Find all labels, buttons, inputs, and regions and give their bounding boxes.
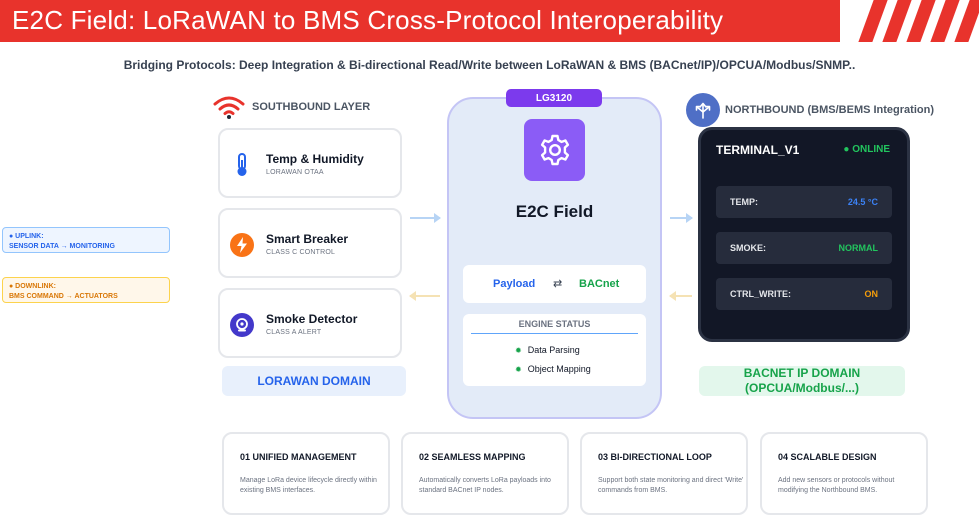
feature-title: 02 SEAMLESS MAPPING	[419, 452, 526, 462]
terminal-row-value: ON	[864, 289, 879, 299]
bacnet-domain-line2: (OPCUA/Modbus/...)	[744, 381, 859, 395]
feature-card-scalable-design: 04 SCALABLE DESIGN Add new sensors or pr…	[760, 432, 928, 515]
terminal-row-value: 24.5 °C	[847, 197, 878, 207]
gear-icon	[540, 134, 569, 166]
device-card-temp-humidity[interactable]: Temp & Humidity LORAWAN OTAA	[218, 128, 402, 198]
title-bar: E2C Field: LoRaWAN to BMS Cross-Protocol…	[0, 0, 840, 42]
downlink-arrow-south	[409, 291, 440, 301]
feature-card-unified-management: 01 UNIFIED MANAGEMENT Manage LoRa device…	[222, 432, 390, 515]
device-name: Smoke Detector	[266, 312, 358, 326]
alarm-icon	[230, 313, 254, 337]
feature-description: Manage LoRa device lifecycle directly wi…	[240, 477, 377, 494]
feature-title: 01 UNIFIED MANAGEMENT	[240, 452, 357, 462]
uplink-title: ● UPLINK:	[9, 233, 44, 240]
terminal-title: TERMINAL_V1	[716, 143, 800, 157]
downlink-arrow-north	[669, 291, 692, 301]
terminal-row-key: SMOKE:	[730, 243, 766, 253]
feature-title: 04 SCALABLE DESIGN	[778, 452, 877, 462]
terminal-row-smoke: SMOKE: NORMAL	[716, 232, 892, 264]
engine-item-label: Data Parsing	[527, 345, 580, 355]
bacnet-domain-label: BACNET IP DOMAIN (OPCUA/Modbus/...)	[699, 366, 905, 396]
uplink-arrow-south	[410, 213, 441, 223]
lorawan-domain-label: LORAWAN DOMAIN	[222, 366, 406, 396]
engine-item-data-parsing: ✹ Data Parsing	[515, 345, 580, 355]
terminal-row-temp: TEMP: 24.5 °C	[716, 186, 892, 218]
thermometer-icon	[237, 153, 247, 176]
device-subtitle: LORAWAN OTAA	[266, 169, 324, 176]
uplink-description: SENSOR DATA → MONITORING	[9, 243, 115, 250]
device-card-smoke-detector[interactable]: Smoke Detector CLASS A ALERT	[218, 288, 402, 358]
protocol-mapping-box: Payload ⇄ BACnet	[463, 265, 646, 303]
northbound-label: NORTHBOUND (BMS/BEMS Integration)	[725, 104, 934, 116]
feature-title: 03 BI-DIRECTIONAL LOOP	[598, 452, 712, 462]
terminal-row-ctrl-write[interactable]: CTRL_WRITE: ON	[716, 278, 892, 310]
decorative-stripe	[954, 0, 979, 42]
gear-icon: ✹	[515, 346, 522, 355]
gear-icon: ✹	[515, 365, 522, 374]
southbound-header: SOUTHBOUND LAYER	[212, 95, 370, 119]
lightning-icon	[230, 233, 254, 257]
gateway-title: E2C Field	[515, 202, 594, 221]
terminal-row-value: NORMAL	[838, 243, 879, 253]
page-subtitle: Bridging Protocols: Deep Integration & B…	[123, 58, 856, 72]
device-name: Temp & Humidity	[266, 152, 364, 166]
feature-description: Support both state monitoring and direct…	[598, 477, 744, 494]
downlink-description: BMS COMMAND → ACTUATORS	[9, 293, 118, 300]
downlink-legend: ● DOWNLINK: BMS COMMAND → ACTUATORS	[2, 277, 170, 303]
decorative-stripe	[882, 0, 912, 42]
device-subtitle: CLASS C CONTROL	[266, 249, 336, 256]
divider	[471, 333, 638, 334]
wifi-icon	[213, 96, 245, 119]
device-card-smart-breaker[interactable]: Smart Breaker CLASS C CONTROL	[218, 208, 402, 278]
status-badge: ● ONLINE	[843, 144, 890, 155]
downlink-title: ● DOWNLINK:	[9, 283, 56, 290]
mapping-target-label: BACnet	[579, 278, 620, 290]
bacnet-domain-line1: BACNET IP DOMAIN	[743, 366, 861, 380]
northbound-header: NORTHBOUND (BMS/BEMS Integration)	[686, 93, 934, 127]
engine-item-object-mapping: ✹ Object Mapping	[515, 364, 591, 374]
engine-status-box: ENGINE STATUS ✹ Data Parsing ✹ Object Mapp…	[463, 314, 646, 386]
engine-status-heading: ENGINE STATUS	[518, 319, 591, 329]
mapping-source-label: Payload	[493, 278, 536, 290]
feature-description: Automatically converts LoRa payloads int…	[419, 477, 551, 494]
feature-description: Add new sensors or protocols without mod…	[778, 477, 895, 494]
device-name: Smart Breaker	[266, 232, 349, 246]
decorative-stripe	[858, 0, 888, 42]
southbound-label: SOUTHBOUND LAYER	[252, 101, 371, 113]
gateway-model-tag: LG3120	[506, 89, 602, 107]
device-subtitle: CLASS A ALERT	[266, 329, 322, 336]
page-title: E2C Field: LoRaWAN to BMS Cross-Protocol…	[12, 5, 724, 35]
gateway-icon-tile	[524, 119, 585, 181]
uplink-arrow-north	[670, 213, 693, 223]
decorative-stripe	[906, 0, 936, 42]
feature-card-bidirectional-loop: 03 BI-DIRECTIONAL LOOP Support both stat…	[580, 432, 748, 515]
swap-arrows-icon: ⇄	[553, 278, 563, 290]
terminal-row-key: TEMP:	[730, 197, 758, 207]
uplink-legend: ● UPLINK: SENSOR DATA → MONITORING	[2, 227, 170, 253]
engine-item-label: Object Mapping	[527, 364, 591, 374]
bms-terminal: TERMINAL_V1 ● ONLINE TEMP: 24.5 °C SMOKE…	[698, 127, 910, 342]
decorative-stripe	[930, 0, 960, 42]
terminal-row-key: CTRL_WRITE:	[730, 289, 791, 299]
feature-card-seamless-mapping: 02 SEAMLESS MAPPING Automatically conver…	[401, 432, 569, 515]
network-arrows-icon	[686, 93, 720, 127]
